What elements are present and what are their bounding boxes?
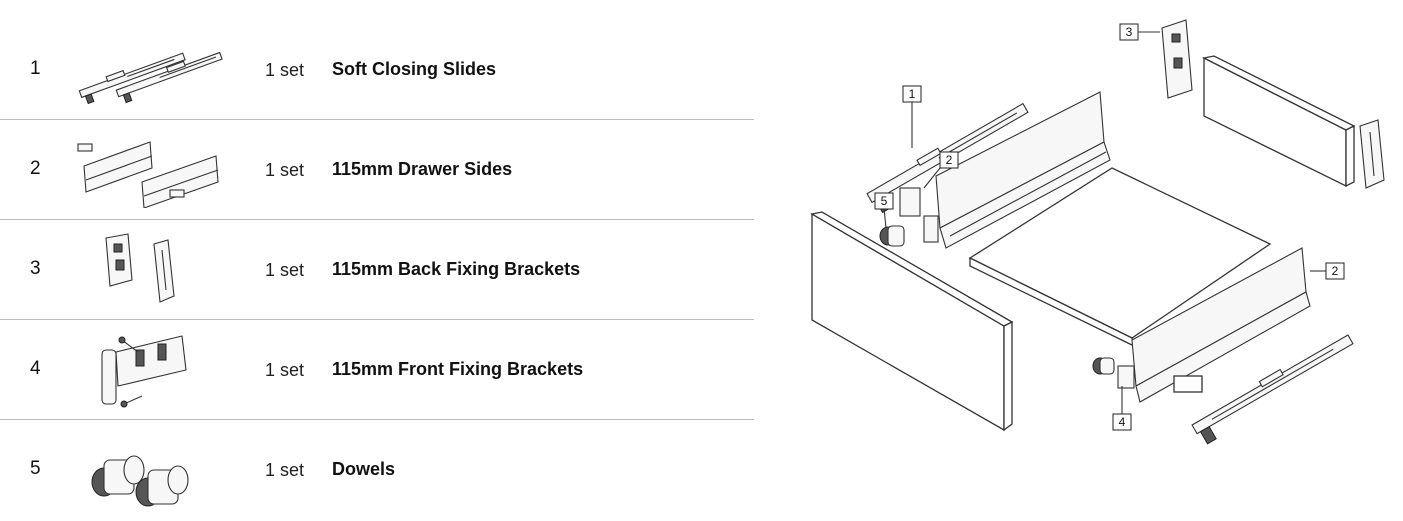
part-row-3: 3 1 set 115mm Back Fixing Brackets <box>0 220 754 320</box>
front-bracket-left <box>899 187 921 217</box>
part-quantity: 1 set <box>265 460 305 480</box>
callout-1: 1 <box>902 85 922 103</box>
front-fixing-brackets-icon <box>101 335 187 408</box>
dowels-icon <box>91 455 189 507</box>
part-row-5: 5 1 set Dowels <box>0 420 754 520</box>
svg-text:3: 3 <box>1126 25 1133 39</box>
svg-text:2: 2 <box>946 153 953 167</box>
parts-list: 1 1 set Soft Closing Slides 2 <box>0 20 754 520</box>
back-panel-side-edge <box>1345 124 1355 188</box>
back-panel <box>1203 56 1347 188</box>
part-name: Soft Closing Slides <box>332 59 497 79</box>
part-quantity: 1 set <box>265 60 305 80</box>
callout-2-left: 2 <box>939 151 959 169</box>
drawer-sides-icon <box>77 141 219 208</box>
part-row-4: 4 1 set 115mm Front Fixing Brackets <box>0 320 754 420</box>
part-number: 4 <box>30 358 41 379</box>
callout-4: 4 <box>1112 413 1132 431</box>
svg-text:2: 2 <box>1332 264 1339 278</box>
soft-closing-slides-icon <box>78 51 223 105</box>
part-row-1: 1 1 set Soft Closing Slides <box>0 20 754 120</box>
part-quantity: 1 set <box>265 360 305 380</box>
callout-3: 3 <box>1119 23 1139 41</box>
callout-5: 5 <box>874 192 894 210</box>
back-fixing-brackets-icon <box>105 233 175 303</box>
part-number: 2 <box>30 158 41 179</box>
part-name: Dowels <box>332 459 396 479</box>
svg-text:1: 1 <box>909 87 916 101</box>
part-quantity: 1 set <box>265 260 305 280</box>
callout-2-right: 2 <box>1325 262 1345 280</box>
part-name: 115mm Back Fixing Brackets <box>332 259 581 279</box>
part-number: 5 <box>30 458 41 479</box>
front-panel <box>811 212 1005 432</box>
front-bracket-right <box>1117 365 1135 389</box>
exploded-assembly-diagram: 3 1 2 5 2 4 <box>810 19 1385 445</box>
part-row-2: 2 1 set 115mm Drawer Sides <box>0 120 754 220</box>
slide-right <box>1191 334 1354 445</box>
part-name: 115mm Front Fixing Brackets <box>332 359 584 379</box>
part-quantity: 1 set <box>265 160 305 180</box>
svg-text:4: 4 <box>1119 415 1126 429</box>
front-panel-side-edge <box>1003 320 1013 432</box>
part-name: 115mm Drawer Sides <box>332 159 513 179</box>
part-number: 3 <box>30 258 41 279</box>
part-number: 1 <box>30 58 41 79</box>
svg-text:5: 5 <box>881 194 888 208</box>
